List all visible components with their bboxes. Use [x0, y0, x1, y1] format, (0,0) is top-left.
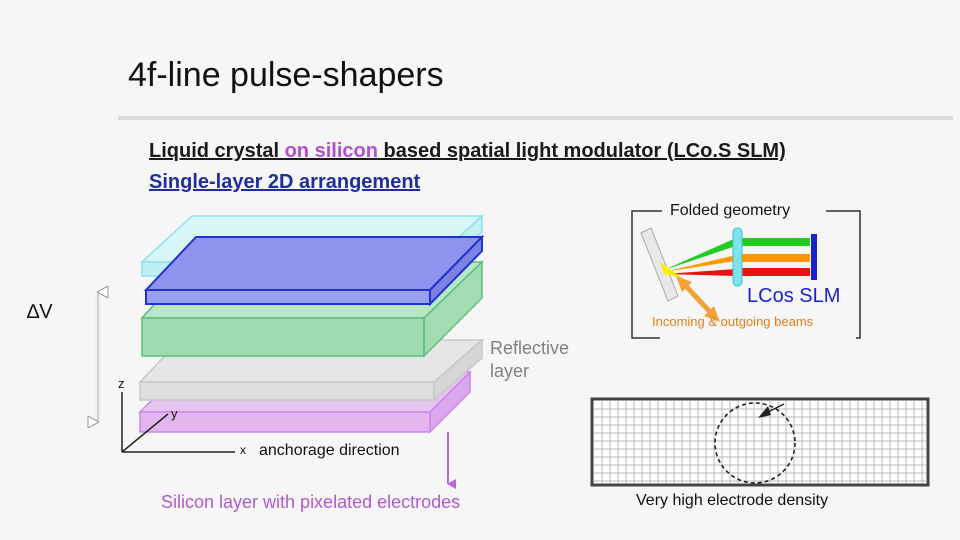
reflective-label-2: layer — [490, 361, 530, 381]
beam-direction-arrow — [676, 276, 720, 322]
density-caption: Very high electrode density — [636, 492, 829, 509]
axis-x-label: x — [240, 443, 246, 457]
subtitle-highlight: on silicon — [284, 140, 378, 162]
coordinate-axes — [121, 392, 235, 453]
axis-z-label: z — [118, 376, 125, 391]
electrode-layer — [143, 234, 485, 307]
fold-mirror — [640, 227, 679, 302]
subtitle-line1: Liquid crystal on silicon based spatial … — [149, 140, 786, 163]
subtitle-line1-a: Liquid crystal — [149, 140, 285, 162]
reflective-label-1: Reflective — [490, 338, 570, 358]
delta-v-label: ∆V — [27, 301, 53, 323]
title-part1: 4f-line — [128, 56, 221, 94]
title-divider — [118, 116, 953, 120]
slide-title: 4f-line pulse-shapers — [128, 56, 444, 95]
anchorage-label: anchorage direction — [259, 442, 400, 459]
title-part2: pulse-shapers — [220, 56, 444, 94]
slm-bar — [811, 234, 817, 280]
silicon-layer-label: Silicon layer with pixelated electrodes — [161, 492, 461, 512]
electrode-grid — [590, 397, 930, 487]
beams-label: Incoming & outgoing beams — [652, 314, 814, 329]
lens — [732, 227, 743, 287]
subtitle-line1-b: based spatial light modulator (LCo.S SLM… — [377, 140, 786, 162]
folded-geometry-title: Folded geometry — [670, 202, 791, 219]
lcos-slm-label: LCos SLM — [747, 285, 841, 307]
subtitle-line2: Single-layer 2D arrangement — [149, 171, 421, 193]
spectral-beams — [660, 238, 810, 278]
axis-y-label: y — [171, 406, 178, 421]
folded-geometry-box — [631, 210, 861, 339]
rotation-circle — [714, 402, 796, 484]
